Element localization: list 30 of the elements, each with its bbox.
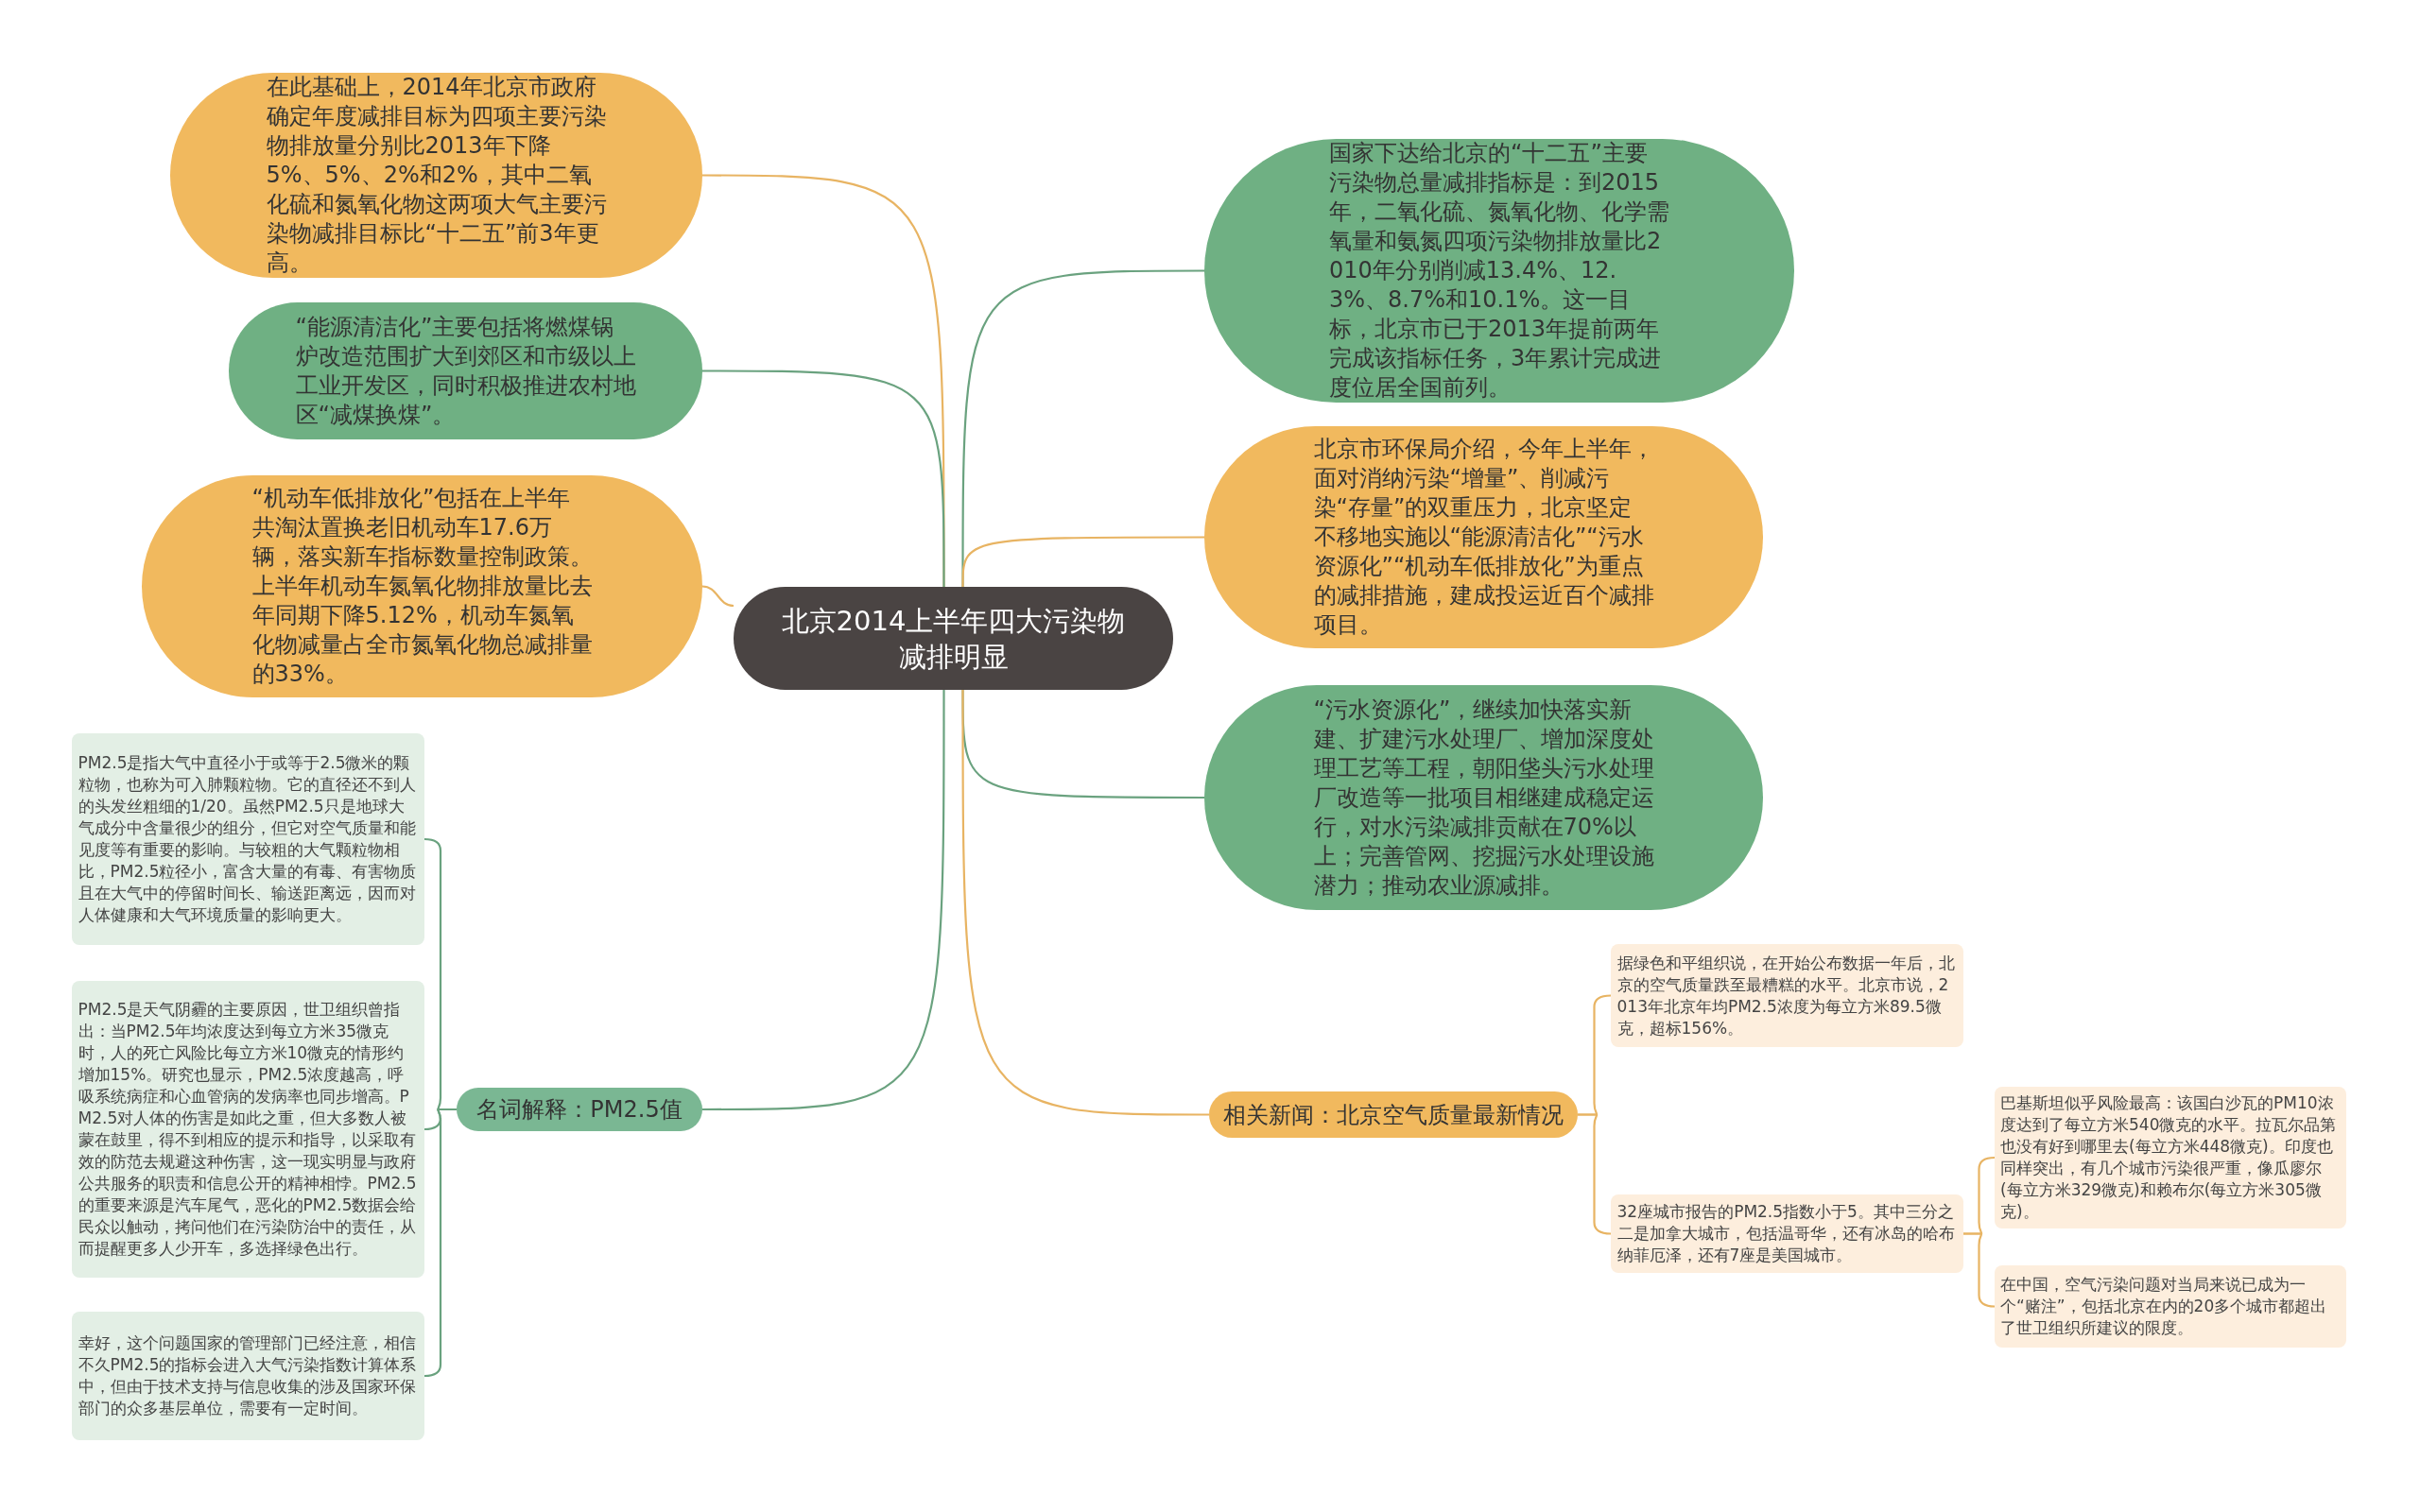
note-box [1611, 944, 1963, 1047]
node-text: 在中国，空气污染问题对当局来说已成为一个“赌注”，包括北京在内的20多个城市都超出了世卫组织所建议的限度。 [2000, 1274, 2328, 1339]
node-text: PM2.5是天气阴霾的主要原因，世卫组织曾指出：当PM2.5年均浓度达到每立方米35微克时，人的死亡风险比每立方米10微克的情形约增加15%。研究也显示，PM2.5浓度越高，呼吸系统病症和心血管病的发病率也同步增高。PM2.5对人体的伤害是如此之重，但大多数人被蒙在鼓里，得不到相应的提示和指导，以采取有效的防范去规避这种伤害，这一现实明显与政府公共服务的职责和信息公开的精神相悖。PM2.5的重要来源是汽车尾气，恶化的PM2.5数据会给民众以触动，拷问他们在污染防治中的责任，从而提醒更多人少开车，多选择绿色出行。 [78, 999, 418, 1260]
node-text: 相关新闻：北京空气质量最新情况 [1223, 1100, 1564, 1129]
node-text: 在此基础上，2014年北京市政府确定年度减排目标为四项主要污染物排放量分别比2013年下降5%、5%、2%和2%，其中二氧化硫和氮氧化物这两项大气主要污染物减排目标比“十二五”前3年更高。 [266, 73, 607, 278]
connector-line [702, 369, 945, 587]
connector-line [961, 690, 1209, 1116]
node-text: 32座城市报告的PM2.5指数小于5。其中三分之二是加拿大城市，包括温哥华，还有冰岛的哈布纳菲厄泽，还有7座是美国城市。 [1616, 1201, 1956, 1266]
note-box [1611, 1194, 1963, 1273]
note-box [72, 1312, 424, 1440]
node-text: PM2.5是指大气中直径小于或等于2.5微米的颗粒物，也称为可入肺颗粒物。它的直径还不到人的头发丝粗细的1/20。虽然PM2.5只是地球大气成分中含量很少的组分，但它对空气质量和能见度等有重要的影响。与较粗的大气颗粒物相比，PM2.5粒径小，富含大量的有毒、有害物质且在大气中的停留时间长、输送距离远，因而对人体健康和大气环境质量的影响更大。 [78, 752, 418, 926]
node-text: “污水资源化”，继续加快落实新建、扩建污水处理厂、增加深度处理工艺等工程，朝阳垡头污水处理厂改造等一批项目相继建成稳定运行，对水污染减排贡献在70%以上；完善管网、挖掘污水处理设施潜力；推动农业源减排。 [1313, 695, 1654, 901]
node-text: 名词解释：PM2.5值 [476, 1095, 683, 1124]
node-text: 幸好，这个问题国家的管理部门已经注意，相信不久PM2.5的指标会进入大气污染指数计算体系中，但由于技术支持与信息收集的涉及国家环保部门的众多基层单位，需要有一定时间。 [78, 1332, 418, 1419]
node-text: “机动车低排放化”包括在上半年共淘汰置换老旧机动车17.6万辆，落实新车指标数量控制政策。上半年机动车氮氧化物排放量比去年同期下降5.12%，机动车氮氧化物减量占全市氮氧化物总减排量的33%。 [251, 484, 593, 689]
node-text: 国家下达给北京的“十二五”主要污染物总量减排指标是：到2015年，二氧化硫、氮氧化物、化学需氧量和氨氮四项污染物排放量比2010年分别削减13.4%、12.3%、8.7%和10.1%。这一目标，北京市已于2013年提前两年完成该指标任务，3年累计完成进度位居全国前列。 [1329, 139, 1669, 403]
connector-line [961, 536, 1204, 587]
node-text: “能源清洁化”主要包括将燃煤锅炉改造范围扩大到郊区和市级以上工业开发区，同时积极推进农村地区“减煤换煤”。 [295, 312, 636, 430]
connector-line [424, 1108, 457, 1378]
note-box [1995, 1265, 2346, 1348]
note-box [72, 981, 424, 1278]
node-text: 北京2014上半年四大污染物减排明显 [780, 603, 1127, 675]
node-text: 巴基斯坦似乎风险最高：该国白沙瓦的PM10浓度达到了每立方米540微克的水平。拉瓦尔品第也没有好到哪里去(每立方米448微克)。印度也同样突出，有几个城市污染很严重，像瓜廖尔(每立方米329微克)和赖布尔(每立方米305微克)。 [2000, 1092, 2338, 1223]
node-text: 据绿色和平组织说，在开始公布数据一年后，北京的空气质量跌至最糟糕的水平。北京市说，2013年北京年均PM2.5浓度为每立方米89.5微克，超标156%。 [1616, 952, 1956, 1040]
subtopic-pill [1209, 1091, 1578, 1138]
connector-line [702, 690, 945, 1111]
connector-line [701, 585, 735, 608]
note-box [72, 733, 424, 945]
subtopic-pill [457, 1088, 702, 1131]
node-text: 北京市环保局介绍，今年上半年，面对消纳污染“增量”、削减污染“存量”的双重压力，北京坚定不移地实施以“能源清洁化”“污水资源化”“机动车低排放化”为重点的减排措施，建成投运近百个减排项目。 [1313, 435, 1654, 640]
